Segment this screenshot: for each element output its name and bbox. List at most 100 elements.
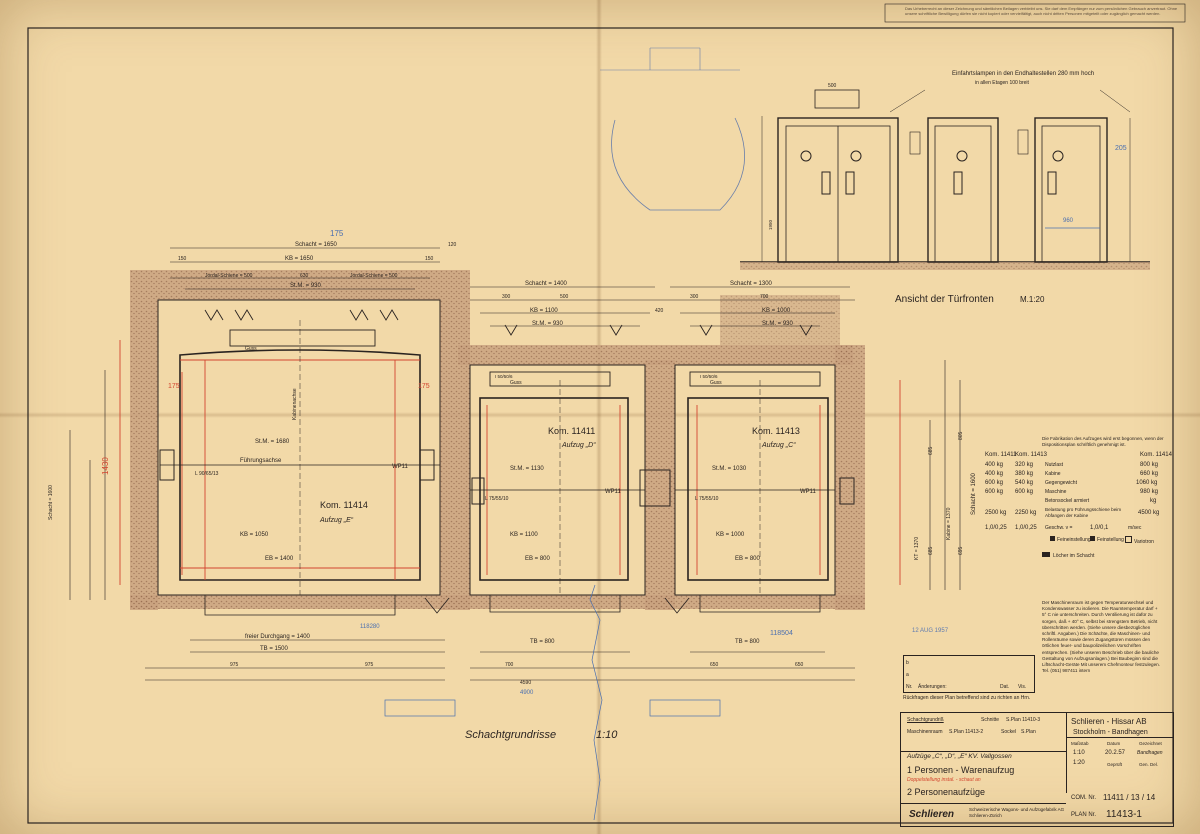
- massstab-2: 1:20: [1073, 760, 1085, 766]
- schlieren-logo: Schlieren: [909, 809, 955, 820]
- dim-695: 695: [958, 546, 964, 555]
- plan-label: PLAN Nr.: [1071, 812, 1097, 818]
- label-stm-d: St.M. = 930: [532, 321, 564, 327]
- label-wp-b: WP11: [605, 489, 622, 495]
- datum-val: 20.2.57: [1105, 750, 1126, 756]
- gezeichnet-label: Gezeichnet: [1139, 741, 1162, 746]
- ref4-val: S.Plan: [1021, 729, 1036, 735]
- ref1-label: Schachtgrundriß: [907, 717, 944, 723]
- label-guss-c: Guss: [710, 380, 722, 386]
- label-profile-b: L 75/55/10: [485, 496, 509, 502]
- label-profile-a: L 90/65/13: [195, 471, 219, 477]
- label-car-c-name: Aufzug „C“: [761, 442, 796, 449]
- door-front-view: [600, 47, 1150, 270]
- num-118280: 118280: [360, 624, 380, 630]
- fold-line-vertical: [596, 0, 602, 834]
- title-line-2: 2 Personenaufzüge: [907, 787, 986, 797]
- label-rail-left: Jordal-Schiene = 500: [205, 273, 253, 279]
- label-stm-1680: St.M. = 1680: [255, 439, 290, 445]
- maker-name: Schweizerische Wagons- und Aufzügefabrik…: [969, 807, 1065, 818]
- dim-700-b: 700: [505, 662, 514, 668]
- geprueft-label: Geprüft: [1107, 762, 1123, 767]
- rev-row-b: b: [906, 660, 909, 666]
- plan-title: Schachtgrundrisse: [465, 729, 556, 741]
- label-kabinenachse: Kabinenachse: [292, 388, 298, 420]
- dim-975-a: 975: [230, 662, 239, 668]
- spec-r0-b: 320 kg: [1015, 462, 1034, 468]
- spec-head-a: Kom. 11411: [985, 452, 1017, 458]
- company-name: Schlieren - Hissar AB: [1071, 717, 1147, 726]
- dim-150-a: 150: [178, 256, 187, 262]
- label-car-e-name: Aufzug „E“: [319, 517, 354, 524]
- dim-300-b: 300: [690, 294, 699, 300]
- label-stm-e: St.M. = 930: [290, 283, 322, 289]
- pencil-175-top: 175: [330, 229, 344, 238]
- spec-speed-b: 1,0/0,25: [1015, 525, 1037, 531]
- ref4-label: Sockel: [1001, 729, 1017, 735]
- maker-row: Schlieren Schweizerische Wagons- und Auf…: [901, 803, 1066, 827]
- rev-row-nr: Nr.: [906, 684, 913, 690]
- fold-line-horizontal: [0, 412, 1200, 418]
- spec-opt1: Feineinstellung: [1050, 536, 1091, 543]
- revision-table: b a Nr. Änderungen: Dat. Vis.: [903, 655, 1035, 693]
- spec-r3-label: Maschine: [1045, 489, 1067, 495]
- label-fuehrungsachse: Führungsachse: [240, 458, 282, 464]
- massstab-label: Maßstab: [1071, 741, 1089, 746]
- label-tb-800-b: TB = 800: [735, 639, 760, 645]
- door-dim-500: 500: [828, 83, 837, 89]
- checkbox-filled-icon: [1050, 536, 1055, 541]
- opt3-label: Variotron: [1134, 539, 1154, 545]
- door-note-2: in allen Etagen 100 breit: [975, 80, 1030, 86]
- spec-head-b: Kom. 11413: [1015, 452, 1047, 458]
- spec-r2-label: Gegengewicht: [1045, 480, 1077, 486]
- loecher-label: Löcher im Schacht: [1053, 553, 1095, 559]
- gen-label: Gen. Del.: [1139, 762, 1159, 767]
- door-dim-1950: 1950: [768, 219, 773, 230]
- num-118504: 118504: [770, 630, 793, 637]
- spec-r1-b: 380 kg: [1015, 471, 1034, 477]
- company-city: Stockholm - Bandhagen: [1073, 729, 1148, 736]
- door-note-1: Einfahrtslampen in den Endhaltestellen 2…: [952, 71, 1094, 77]
- door-dim-205: 205: [1115, 145, 1127, 152]
- label-kb-1100: KB = 1100: [510, 532, 538, 538]
- door-view-title: Ansicht der Türfronten: [895, 294, 994, 305]
- label-eb-800-b: EB = 800: [735, 556, 761, 562]
- spec-loecher: Löcher im Schacht: [1042, 552, 1094, 559]
- title-block: Schachtgrundriß Schnitte S.Plan 11410-3 …: [900, 712, 1174, 827]
- dim-150-b: 150: [425, 256, 434, 262]
- door-dim-960: 960: [1063, 218, 1074, 224]
- dim-650-a: 650: [710, 662, 719, 668]
- dim-685-b: 685: [928, 546, 934, 555]
- stamp-date: 12 AUG 1957: [912, 628, 949, 634]
- building-notes: Der Maschinenraum ist gegen Temperaturwe…: [1042, 600, 1160, 674]
- spec-bel-c: 4500 kg: [1138, 510, 1160, 516]
- plan-val: 11413-1: [1106, 809, 1142, 820]
- spec-opt2: Feinstellung: [1090, 536, 1124, 543]
- label-stm-c: St.M. = 930: [762, 321, 794, 327]
- ref3-label: Maschinenraum: [907, 729, 943, 735]
- dim-4590: 4590: [520, 680, 531, 686]
- red-175-a: 175: [168, 383, 180, 390]
- opt1-label: Feineinstellung: [1057, 537, 1091, 543]
- rev-datum: Dat.: [1000, 684, 1010, 690]
- opt2-label: Feinstellung: [1097, 537, 1124, 543]
- door-view-scale: M.1:20: [1020, 295, 1045, 304]
- title-block-meta: Maßstab 1:10 1:20 Datum 20.2.57 Gezeichn…: [1066, 737, 1174, 793]
- title-line-1-pencil: Doppelstellung instal. - schaut an: [907, 777, 981, 783]
- dim-4900: 4900: [520, 690, 534, 696]
- label-profile-c: L 75/55/10: [695, 496, 719, 502]
- sheet-border: [27, 27, 1174, 824]
- label-kb-c: KB = 1000: [762, 308, 791, 314]
- copyright-note: Das Urheberrecht an dieser Zeichnung und…: [905, 6, 1178, 16]
- spec-r3-c: 980 kg: [1140, 489, 1159, 495]
- label-wp-c: WP11: [800, 489, 817, 495]
- title-line-1: 1 Personen - Warenaufzug: [907, 765, 1015, 775]
- red-1430: 1430: [101, 457, 110, 475]
- label-kb-1000: KB = 1000: [716, 532, 745, 538]
- label-eb-800-a: EB = 800: [525, 556, 551, 562]
- spec-speed-a: 1,0/0,25: [985, 525, 1007, 531]
- rev-visa: Vis.: [1018, 684, 1027, 690]
- dim-685-a: 685: [928, 446, 934, 455]
- rev-aenderungen: Änderungen:: [918, 684, 947, 690]
- label-wp-a: WP11: [392, 464, 409, 470]
